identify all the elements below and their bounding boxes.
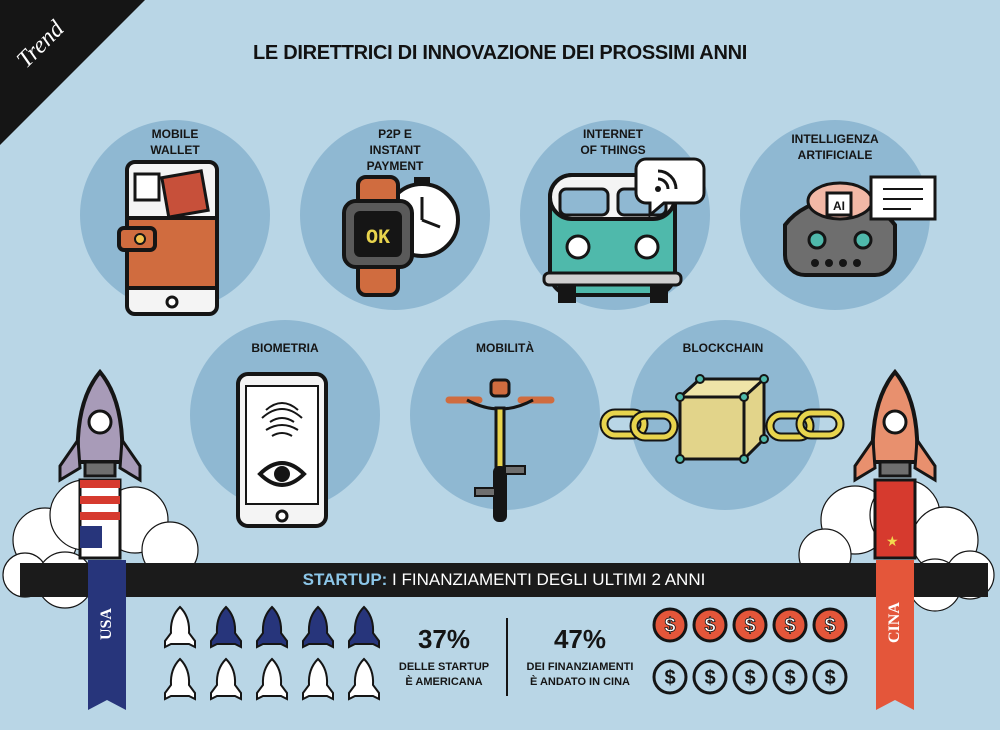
cina-label: CINA xyxy=(886,602,903,643)
dollar-coin-filled-icon xyxy=(732,607,768,643)
bicycle-icon xyxy=(445,378,555,522)
mobile-wallet-icon xyxy=(117,160,219,316)
usa-ribbon-tail xyxy=(88,696,126,710)
trend-corner xyxy=(0,0,145,145)
dollar-sign-icon: $ xyxy=(744,615,755,637)
dollar-coin-outline-icon xyxy=(732,659,768,695)
usa-label: USA xyxy=(98,608,115,641)
usa-startup-rockets xyxy=(164,605,380,701)
rocket-filled-icon xyxy=(210,605,242,649)
blockchain-cube-icon xyxy=(599,374,845,464)
dollar-sign-icon: $ xyxy=(784,667,795,689)
svg-text:★: ★ xyxy=(886,533,899,549)
dollar-sign-icon: $ xyxy=(784,615,795,637)
rocket-filled-icon xyxy=(256,605,288,649)
dollar-coin-outline-icon xyxy=(812,659,848,695)
rocket-outline-icon xyxy=(164,657,196,701)
dollar-sign-icon: $ xyxy=(824,667,835,689)
rocket-outline-icon xyxy=(348,657,380,701)
rocket-filled-icon xyxy=(348,605,380,649)
rocket-filled-icon xyxy=(302,605,334,649)
watch-display-text: OK xyxy=(366,227,390,250)
cina-percent: 47% xyxy=(553,624,607,654)
cina-ribbon-tail xyxy=(876,696,914,710)
page-title: LE DIRETTRICI DI INNOVAZIONE DEI PROSSIM… xyxy=(252,42,747,64)
cina-rocket-icon: ★ xyxy=(853,368,937,560)
dollar-sign-icon: $ xyxy=(824,615,835,637)
usa-flag-ribbon xyxy=(88,560,126,700)
usa-percent: 37% xyxy=(417,624,471,654)
ai-robot-icon: AI xyxy=(783,175,937,277)
rocket-outline-icon xyxy=(302,657,334,701)
usa-rocket-icon xyxy=(58,368,142,560)
dollar-coin-filled-icon xyxy=(772,607,808,643)
driver-label-blockchain: BLOCKCHAIN xyxy=(682,341,764,355)
dollar-coin-outline-icon xyxy=(692,659,728,695)
van-iot-icon xyxy=(542,157,706,303)
rocket-outline-icon xyxy=(210,657,242,701)
dollar-sign-icon: $ xyxy=(664,667,675,689)
dollar-coin-outline-icon xyxy=(772,659,808,695)
smartwatch-stopwatch-icon: OK xyxy=(342,175,460,297)
stat-divider xyxy=(506,618,508,696)
cina-flag-ribbon xyxy=(876,560,914,700)
dollar-sign-icon: $ xyxy=(704,615,715,637)
dollar-coin-outline-icon xyxy=(652,659,688,695)
rocket-outline-icon xyxy=(164,605,196,649)
dollar-coin-filled-icon xyxy=(812,607,848,643)
dollar-sign-icon: $ xyxy=(664,615,675,637)
dollar-coin-filled-icon xyxy=(652,607,688,643)
dollar-sign-icon: $ xyxy=(744,667,755,689)
driver-label-mobilita: MOBILITÀ xyxy=(476,341,534,355)
rocket-outline-icon xyxy=(256,657,288,701)
startup-band: STARTUP: I FINANZIAMENTI DEGLI ULTIMI 2 … xyxy=(20,563,988,597)
cina-funding-coins: $ $ $ $ $ $ $ $ $ $ xyxy=(652,607,848,695)
driver-label-biometria: BIOMETRIA xyxy=(251,341,319,355)
startup-band-text: STARTUP: I FINANZIAMENTI DEGLI ULTIMI 2 … xyxy=(302,570,706,589)
dollar-coin-filled-icon xyxy=(692,607,728,643)
ai-badge-text: AI xyxy=(833,199,845,213)
fingerprint-phone-icon xyxy=(236,372,328,528)
dollar-sign-icon: $ xyxy=(704,667,715,689)
